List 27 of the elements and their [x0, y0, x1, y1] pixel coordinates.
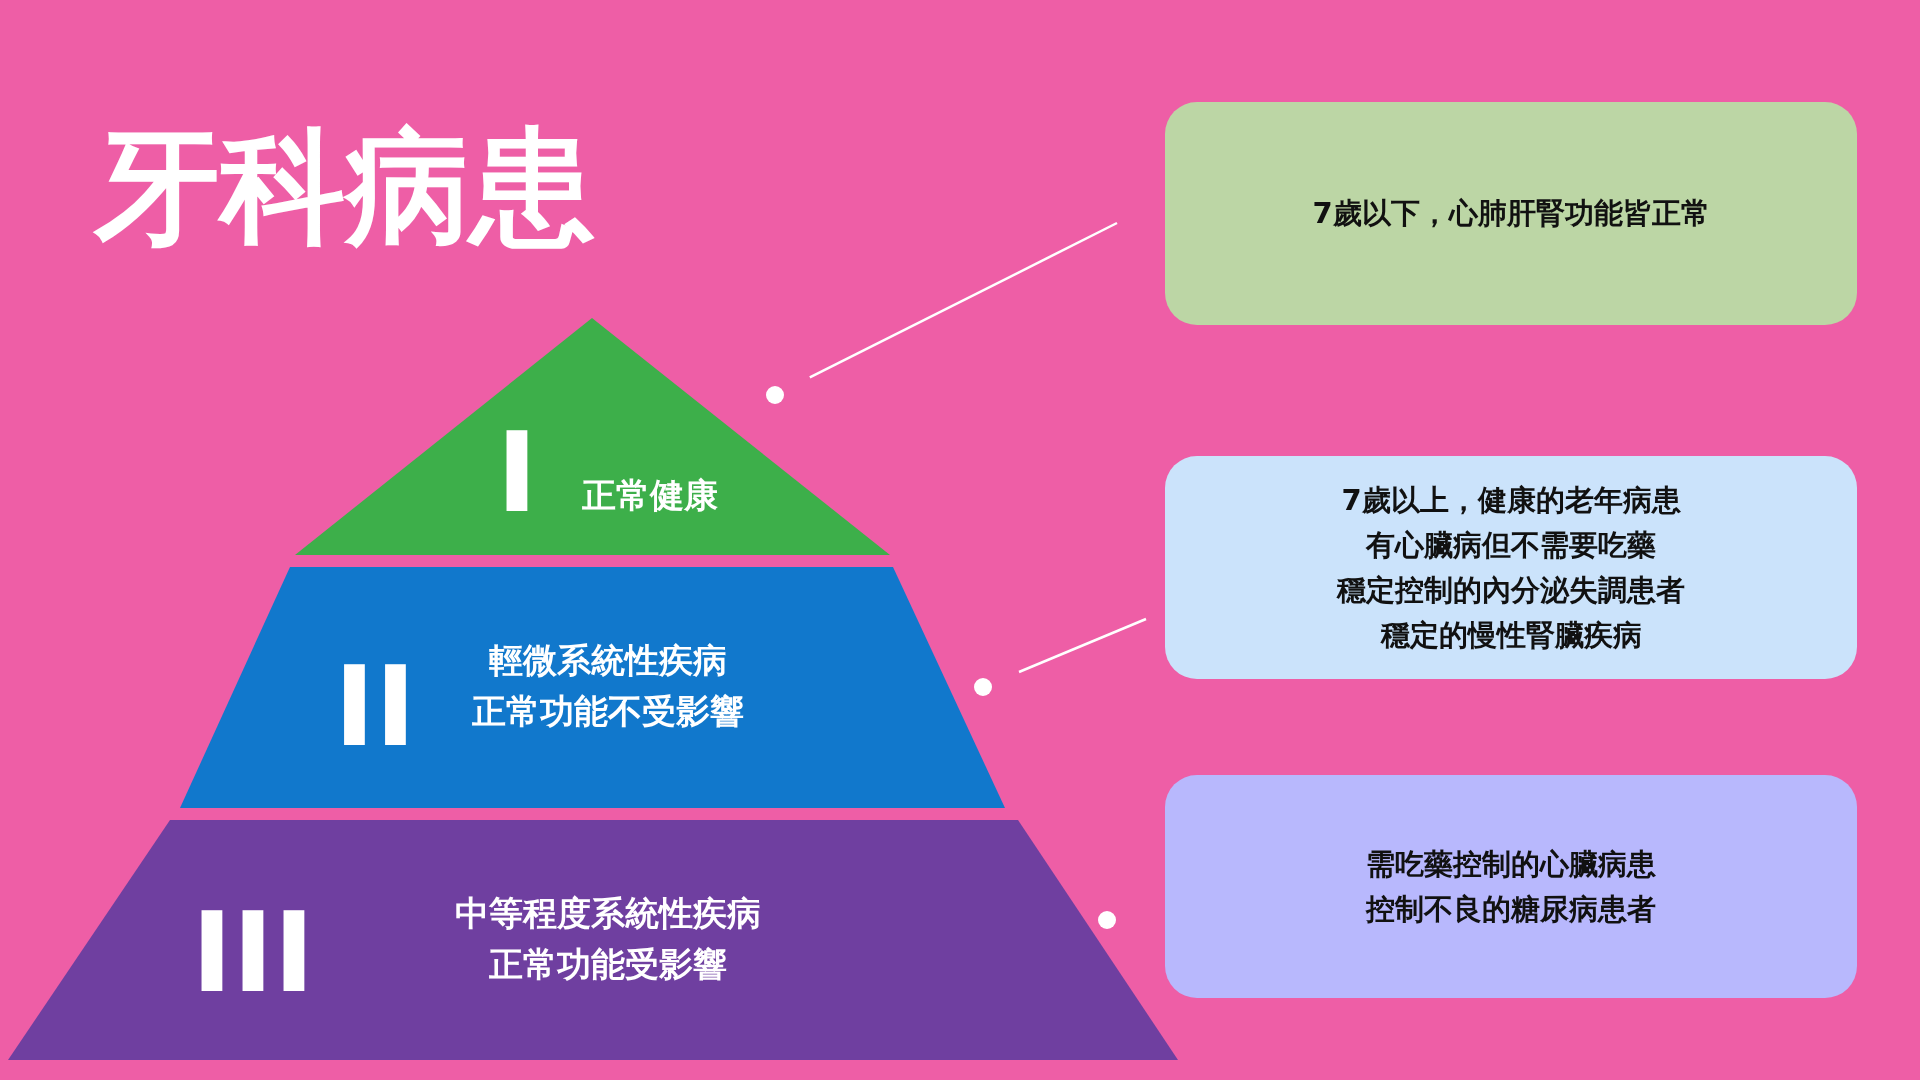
dot: [974, 678, 992, 696]
info-text: 穩定的慢性腎臟疾病: [1380, 616, 1642, 654]
info-text: 有心臟病但不需要吃藥: [1366, 526, 1656, 564]
roman-numeral: II: [334, 652, 416, 762]
dot: [766, 386, 784, 404]
tier-label: 輕微系統性疾病: [489, 639, 727, 682]
roman-numeral: III: [191, 898, 315, 1008]
tier-label: 中等程度系統性疾病: [455, 892, 761, 935]
tier-label: 正常健康: [582, 474, 718, 517]
leader-line: [809, 221, 1118, 379]
info-box: [1165, 775, 1857, 998]
pyramid-tier: [180, 567, 1005, 808]
dot: [1098, 911, 1116, 929]
title: 牙科病患: [95, 113, 595, 261]
pyramid-tier: [8, 820, 1178, 1060]
info-text: 需吃藥控制的心臟病患: [1366, 845, 1656, 883]
info-text: 7歲以上，健康的老年病患: [1341, 481, 1681, 519]
roman-numeral: I: [496, 418, 538, 528]
info-text: 7歲以下，心肺肝腎功能皆正常: [1312, 195, 1710, 232]
tier-label: 正常功能受影響: [489, 943, 727, 986]
info-box: [1165, 102, 1857, 325]
info-text: 控制不良的糖尿病患者: [1366, 890, 1656, 928]
tier-label: 正常功能不受影響: [472, 690, 744, 733]
pyramid-tier: [295, 318, 890, 555]
info-box: [1165, 456, 1857, 679]
leader-line: [1018, 617, 1147, 674]
info-text: 穩定控制的內分泌失調患者: [1337, 571, 1685, 609]
